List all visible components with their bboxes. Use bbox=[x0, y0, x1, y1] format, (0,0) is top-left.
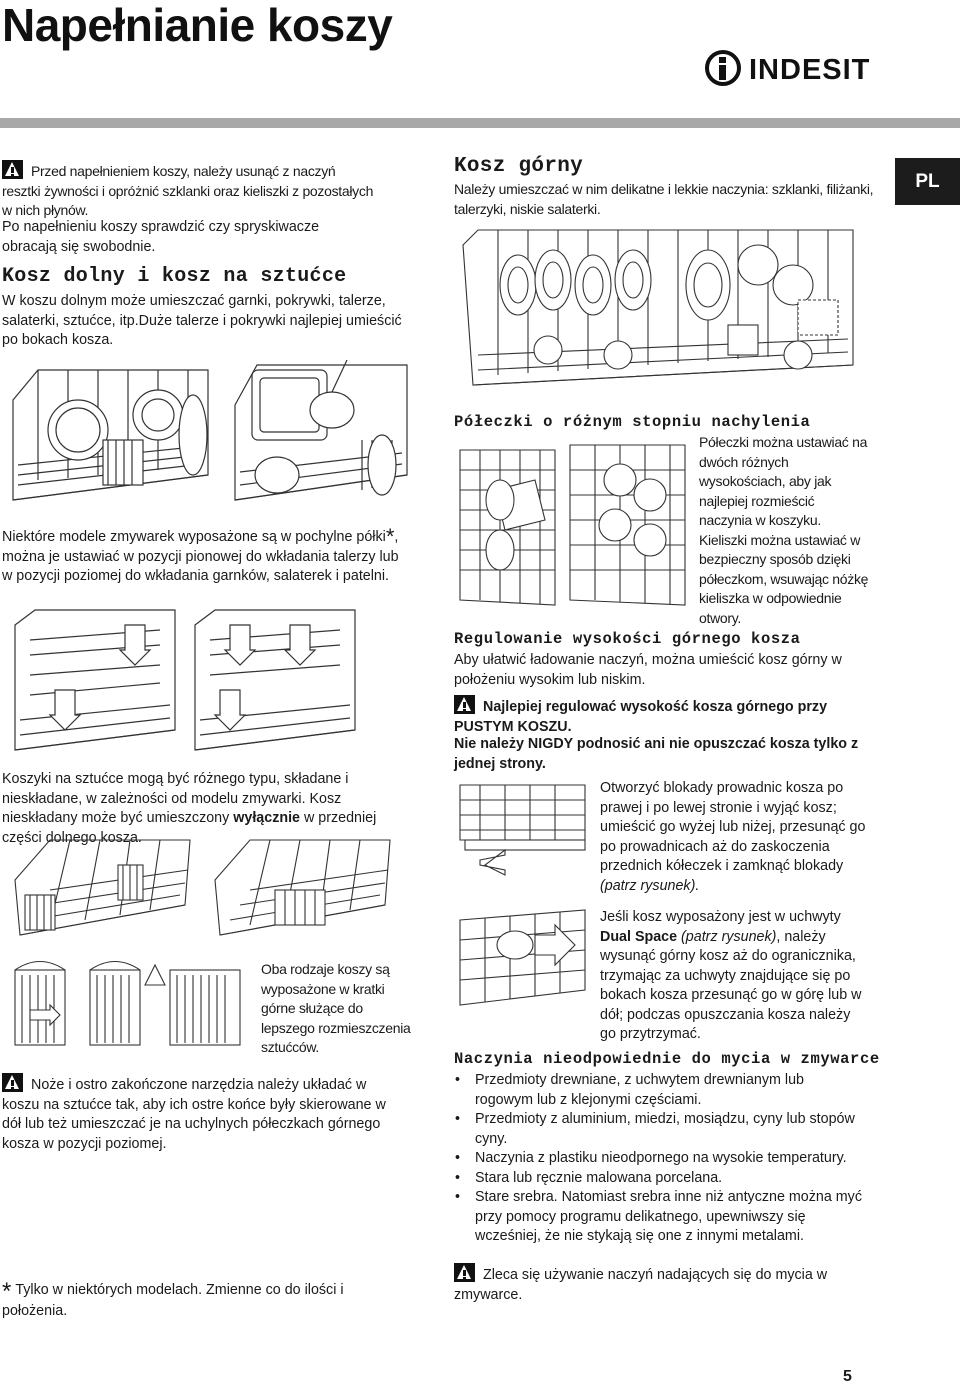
tilt-text: Niektóre modele zmywarek wyposażone są w… bbox=[2, 529, 386, 545]
final-warning: Zleca się używanie naczyń nadających się… bbox=[454, 1263, 854, 1305]
upper-basket-figure bbox=[458, 225, 858, 390]
list-item: Przedmioty z aluminium, miedzi, mosiądzu… bbox=[455, 1110, 865, 1149]
list-item: Stara lub ręcznie malowana porcelana. bbox=[455, 1169, 865, 1189]
upper-basket-text: Należy umieszczać w nim delikatne i lekk… bbox=[454, 181, 874, 217]
language-badge: PL bbox=[895, 158, 960, 205]
shelves-heading: Półeczki o różnym stopniu nachylenia bbox=[454, 413, 811, 431]
unsuitable-heading: Naczynia nieodpowiednie do mycia w zmywa… bbox=[454, 1050, 880, 1068]
brand-name: INDESIT bbox=[749, 54, 871, 86]
height-warning-2: Nie należy NIGDY podnosić ani nie opuszc… bbox=[454, 736, 859, 772]
unsuitable-list: Przedmioty drewniane, z uchwytem drewnia… bbox=[455, 1071, 865, 1247]
knives-warning: Noże i ostro zakończone narzędzia należy… bbox=[2, 1073, 407, 1154]
dual-text-cont: , należy wysunąć górny kosz aż do ograni… bbox=[600, 928, 862, 1043]
indesit-logo-icon bbox=[705, 50, 741, 86]
height-warning-text: Najlepiej regulować wysokość kosza górne… bbox=[454, 699, 828, 735]
warning-icon bbox=[454, 1263, 475, 1282]
lower-basket-text: W koszu dolnym może umieszczać garnki, p… bbox=[2, 293, 402, 348]
footnote-marker: * bbox=[385, 524, 395, 549]
blocks-text-body: Otworzyć blokady prowadnic kosza po praw… bbox=[600, 780, 866, 874]
shelves-text: Półeczki można ustawiać na dwóch różnych… bbox=[699, 434, 869, 626]
dual-text: Jeśli kosz wyposażony jest w uchwyty bbox=[600, 909, 841, 925]
warning-icon bbox=[2, 160, 23, 179]
tilt-shelf-cups-figure bbox=[455, 440, 690, 610]
dual-space-text: Jeśli kosz wyposażony jest w uchwyty Dua… bbox=[600, 908, 870, 1045]
final-warning-text: Zleca się używanie naczyń nadających się… bbox=[454, 1267, 828, 1303]
cutlery-text: Koszyki na sztućce mogą być różnego typu… bbox=[2, 771, 349, 826]
footnote-text: Tylko w niektórych modelach. Zmienne co … bbox=[2, 1282, 344, 1319]
list-item: Przedmioty drewniane, z uchwytem drewnia… bbox=[455, 1071, 865, 1110]
footnote-marker: * bbox=[2, 1278, 12, 1305]
dual-space-figure bbox=[455, 905, 590, 1010]
lower-basket-pans-figure bbox=[232, 360, 412, 510]
cutlery-basket-rack-figure bbox=[10, 835, 395, 940]
dual-ref: (patrz rysunek) bbox=[677, 928, 777, 945]
tilt-shelves-figure bbox=[10, 605, 360, 755]
basket-rail-figure bbox=[455, 780, 590, 880]
lower-basket-figure bbox=[8, 360, 213, 510]
footnote: *Tylko w niektórych modelach. Zmienne co… bbox=[2, 1278, 382, 1321]
intro-warning: Przed napełnieniem koszy, należy usunąć … bbox=[2, 160, 374, 221]
height-warning: Najlepiej regulować wysokość kosza górne… bbox=[454, 695, 874, 737]
warning-icon bbox=[2, 1073, 23, 1092]
upper-basket-heading: Kosz górny bbox=[454, 155, 584, 178]
blocks-text: Otworzyć blokady prowadnic kosza po praw… bbox=[600, 779, 870, 896]
knives-warning-text: Noże i ostro zakończone narzędzia należy… bbox=[2, 1077, 386, 1152]
cutlery-caption: Oba rodzaje koszy są wyposażone w kratki… bbox=[261, 961, 411, 1055]
cutlery-grid-figure bbox=[10, 955, 250, 1055]
list-item: Naczynia z plastiku nieodpornego na wyso… bbox=[455, 1149, 865, 1169]
cutlery-baskets-text: Koszyki na sztućce mogą być różnego typu… bbox=[2, 770, 412, 848]
blocks-ref: (patrz rysunek). bbox=[600, 877, 700, 894]
height-heading: Regulowanie wysokości górnego kosza bbox=[454, 630, 801, 648]
intro-check: Po napełnieniu koszy sprawdzić czy sprys… bbox=[2, 219, 320, 255]
page-title: Napełnianie koszy bbox=[2, 0, 393, 51]
page-number: 5 bbox=[843, 1368, 852, 1385]
height-text: Aby ułatwić ładowanie naczyń, można umie… bbox=[454, 652, 842, 688]
dual-bold: Dual Space bbox=[600, 928, 678, 945]
intro-warning-text: Przed napełnieniem koszy, należy usunąć … bbox=[2, 163, 374, 218]
tilt-shelves-text: Niektóre modele zmywarek wyposażone są w… bbox=[2, 524, 407, 587]
list-item: Stare srebra. Natomiast srebra inne niż … bbox=[455, 1188, 865, 1247]
cutlery-text-cont: w przedniej części dolnego kosza. bbox=[2, 810, 377, 846]
header-divider bbox=[0, 118, 960, 128]
tilt-text-cont: , można je ustawiać w pozycji pionowej d… bbox=[2, 529, 399, 584]
warning-icon bbox=[454, 695, 475, 714]
lower-basket-heading: Kosz dolny i kosz na sztućce bbox=[2, 265, 347, 288]
indesit-logo: INDESIT bbox=[705, 50, 870, 92]
cutlery-bold: wyłącznie bbox=[233, 810, 301, 826]
